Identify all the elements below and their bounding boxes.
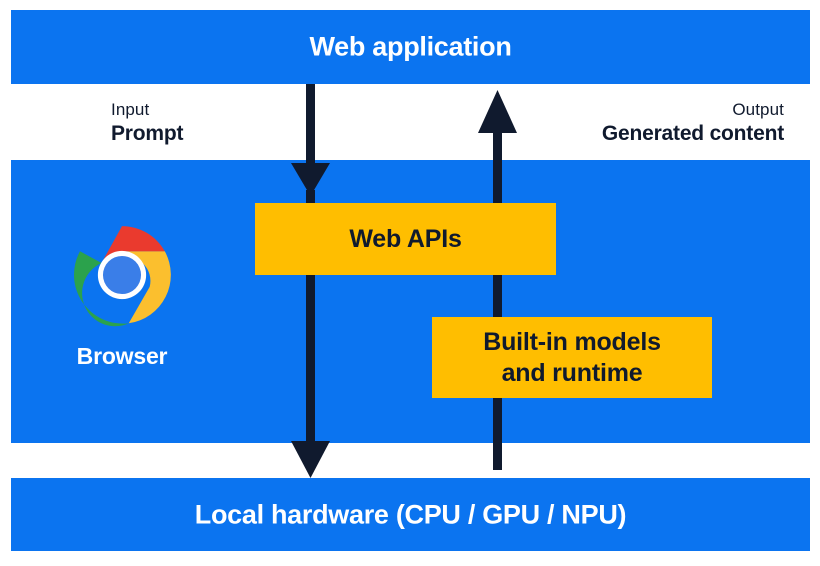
layer-web-application-label: Web application	[309, 31, 512, 62]
box-built-in-label-line1: Built-in models	[483, 328, 661, 356]
layer-web-application: Web application	[11, 10, 810, 84]
box-built-in-label-line2: and runtime	[501, 358, 643, 387]
io-output-value: Generated content	[601, 121, 784, 145]
io-label-output: Output Generated content	[602, 100, 784, 146]
chrome-logo-icon	[73, 226, 171, 327]
io-input-kicker: Input	[111, 100, 150, 119]
box-web-apis[interactable]: Web APIs	[255, 203, 556, 275]
box-built-in-label: Built-in models and runtime	[483, 327, 661, 388]
io-label-input: Input Prompt	[111, 100, 184, 146]
box-built-in-models-and-runtime[interactable]: Built-in models and runtime	[432, 317, 712, 398]
browser-label: Browser	[76, 343, 168, 369]
layer-local-hardware-label: Local hardware (CPU / GPU / NPU)	[194, 499, 627, 529]
box-web-apis-label: Web APIs	[349, 224, 462, 253]
layer-local-hardware: Local hardware (CPU / GPU / NPU)	[11, 478, 810, 551]
io-output-kicker: Output	[732, 100, 784, 119]
browser-badge: Browser	[57, 223, 187, 370]
io-input-value: Prompt	[111, 121, 184, 145]
